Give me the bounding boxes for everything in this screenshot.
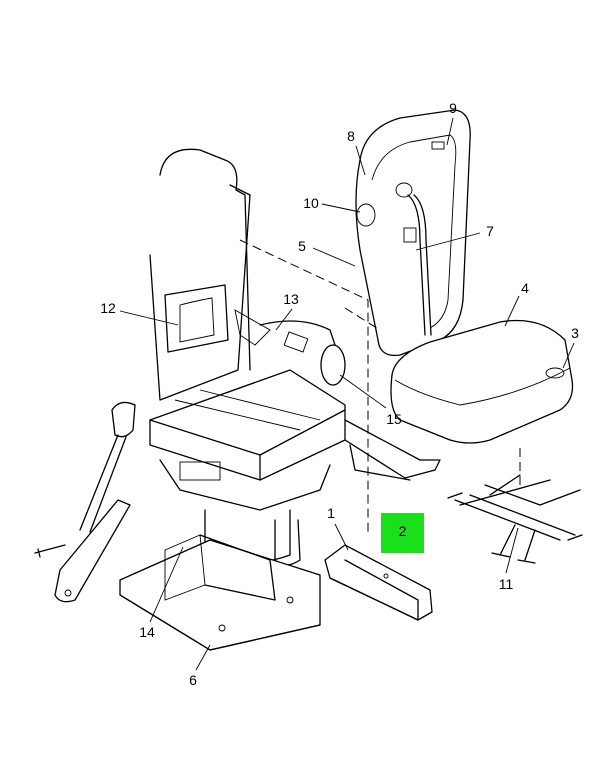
seat-springs: [447, 474, 583, 564]
callout-14: 14: [139, 624, 155, 640]
armrest: [324, 544, 433, 621]
callout-10: 10: [303, 195, 319, 211]
seat-base: [119, 509, 321, 651]
callout-6: 6: [189, 672, 197, 688]
callout-2: 2: [398, 523, 407, 539]
callout-12: 12: [100, 300, 116, 316]
seat-frame: [149, 148, 441, 511]
seat-back: [355, 109, 471, 357]
callout-11: 11: [498, 576, 514, 592]
callout-5: 5: [298, 238, 306, 254]
callout-9: 9: [449, 100, 457, 116]
leader-lines: [119, 117, 575, 671]
callout-4: 4: [521, 280, 529, 296]
highlighted-callout-2[interactable]: 2: [381, 513, 424, 553]
armrest-linkage: [34, 401, 136, 603]
seat-cushion: [390, 319, 574, 444]
callout-15: 15: [386, 411, 402, 427]
callout-1: 1: [327, 505, 335, 521]
callout-8: 8: [347, 128, 355, 144]
callout-7: 7: [486, 223, 494, 239]
callout-3: 3: [571, 325, 579, 341]
callout-13: 13: [283, 291, 299, 307]
